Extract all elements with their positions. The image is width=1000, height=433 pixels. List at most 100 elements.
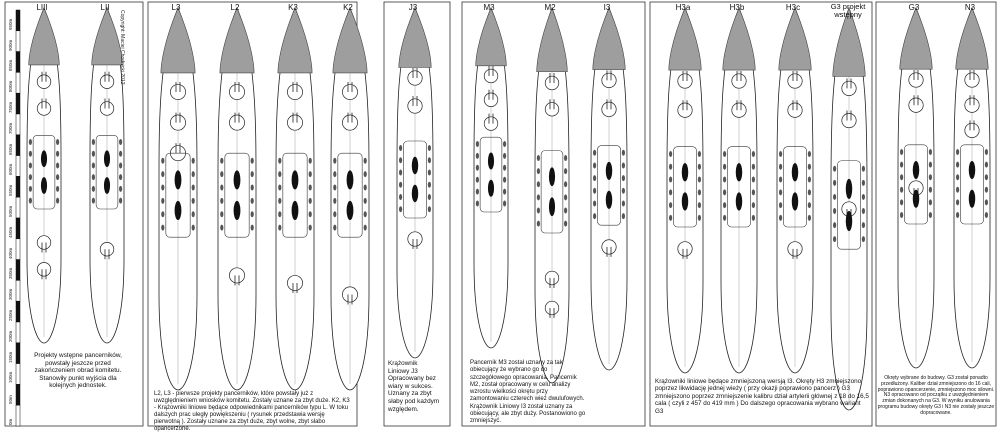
secondary-gun [363, 224, 367, 231]
secondary-gun [621, 200, 626, 207]
secondary-gun [861, 222, 866, 229]
secondary-gun [161, 211, 165, 218]
scale-tick-label: 300m [8, 288, 13, 301]
secondary-gun [427, 169, 431, 176]
turret [787, 241, 803, 257]
secondary-gun [751, 176, 756, 183]
secondary-gun [363, 211, 367, 218]
funnel [291, 170, 299, 190]
copyright-text: Copyright: Maciej Chodnicki 2012 [119, 10, 125, 85]
superstructure [673, 146, 697, 228]
funnel [548, 197, 556, 217]
turret [731, 73, 747, 89]
secondary-gun [956, 199, 960, 206]
group-panel-6 [875, 1, 997, 427]
secondary-gun [833, 165, 837, 172]
turret [841, 113, 857, 129]
superstructure [783, 146, 807, 228]
turret [964, 97, 980, 113]
forecastle-deck [332, 7, 368, 74]
ship-plan-k2 [330, 6, 370, 391]
forecastle-deck [398, 7, 432, 68]
scale-bar [15, 9, 21, 427]
secondary-gun [399, 194, 403, 200]
secondary-gun [191, 211, 195, 218]
forecastle-deck [277, 7, 313, 74]
scale-segment [15, 51, 21, 73]
secondary-gun [621, 162, 626, 169]
funnel [40, 150, 48, 168]
scale-tick-label: 350m [8, 268, 13, 280]
secondary-gun [833, 179, 837, 186]
turret [99, 242, 115, 257]
secondary-gun [697, 214, 702, 221]
secondary-gun [593, 200, 597, 207]
turret [407, 231, 423, 247]
turret [407, 98, 423, 114]
secondary-gun [723, 163, 727, 170]
secondary-gun [56, 150, 60, 157]
ship-plan-l3 [158, 6, 198, 391]
superstructure [403, 140, 427, 219]
funnel [845, 178, 853, 199]
secondary-gun [779, 189, 783, 196]
turret [36, 235, 52, 250]
ship-label-l3: L3 [171, 3, 181, 12]
secondary-gun [250, 184, 254, 191]
secondary-gun [536, 181, 541, 188]
secondary-gun [697, 189, 702, 196]
secondary-gun [779, 176, 783, 183]
group-panel-1 [4, 1, 144, 427]
ship-label-m2: M2 [544, 3, 556, 12]
secondary-gun [308, 184, 312, 191]
secondary-gun [564, 181, 568, 188]
secondary-gun [161, 184, 165, 191]
secondary-gun [984, 149, 989, 155]
scale-segment [15, 217, 21, 240]
turret [601, 239, 617, 255]
ship-label-k2: K2 [343, 3, 353, 12]
ship-plan-m2 [534, 6, 570, 384]
secondary-gun [363, 171, 367, 178]
scale-tick-label: 750m [8, 101, 13, 113]
secondary-gun [91, 162, 95, 169]
forecastle-deck [722, 7, 756, 71]
secondary-gun [278, 184, 282, 191]
secondary-gun [751, 189, 756, 196]
ship-label-h3a: H3a [675, 3, 691, 12]
secondary-gun [503, 176, 507, 183]
secondary-gun [779, 214, 783, 221]
secondary-gun [278, 171, 282, 178]
secondary-gun [984, 199, 989, 206]
superstructure [224, 152, 250, 238]
turret [731, 102, 747, 118]
turret [407, 70, 423, 86]
secondary-gun [250, 211, 254, 218]
secondary-gun [427, 145, 431, 151]
turret [841, 80, 857, 96]
secondary-gun [220, 184, 224, 191]
ship-plan-h3c [776, 6, 814, 374]
secondary-gun [928, 186, 933, 193]
forecastle-deck [475, 7, 507, 67]
scale-tick-label: 950m [8, 18, 13, 30]
secondary-gun [399, 169, 403, 176]
secondary-gun [91, 197, 95, 204]
secondary-gun [475, 188, 479, 195]
forecastle-deck [28, 7, 60, 66]
secondary-gun [621, 175, 626, 182]
scale-tick-label: 550m [8, 184, 13, 197]
superstructure [165, 152, 191, 238]
secondary-gun [984, 186, 989, 193]
secondary-gun [807, 202, 812, 209]
scale-segment [15, 404, 21, 427]
scale-segment [15, 176, 21, 198]
turret [601, 72, 617, 88]
turret [677, 102, 693, 118]
secondary-gun [697, 176, 702, 183]
turret [342, 286, 358, 303]
secondary-gun [220, 157, 224, 164]
secondary-gun [308, 211, 312, 218]
description-g3-n3: Okręty wybrane do budowy. G3 został pona… [877, 375, 995, 416]
secondary-gun [723, 151, 727, 157]
